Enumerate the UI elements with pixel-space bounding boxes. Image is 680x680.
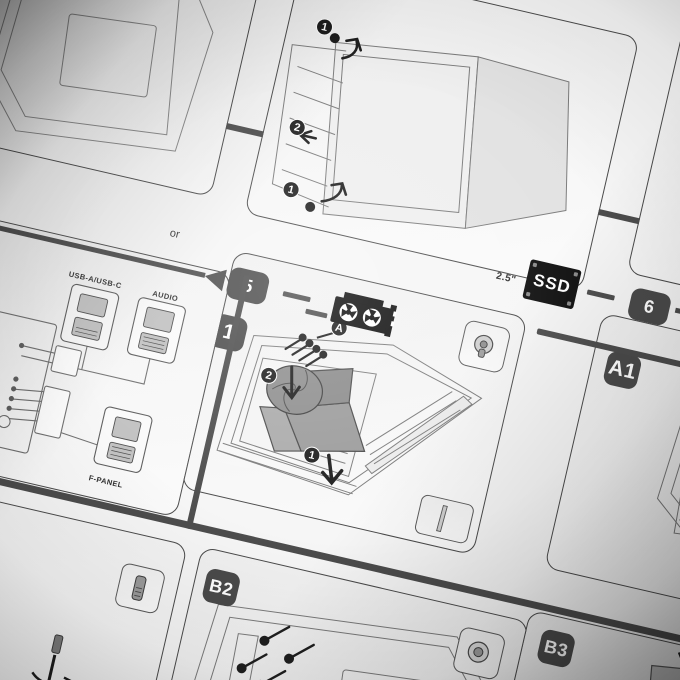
thumbscrew-icon — [462, 635, 496, 669]
panel-cabling-artwork — [0, 223, 219, 505]
standoff-screw-icon — [124, 569, 155, 606]
chip-a1-text: A1 — [606, 355, 639, 385]
callout-step-1-num2-text: 2 — [264, 368, 274, 382]
chip-b3[interactable]: B3 — [535, 628, 577, 669]
panel-right-bottom-artwork — [0, 0, 246, 183]
panel-right-bottom[interactable] — [0, 0, 268, 198]
label-or: or — [169, 227, 181, 241]
panel-b2[interactable]: C B2 — [140, 546, 530, 680]
flow-dash-6 — [586, 289, 616, 301]
label-or-text: or — [168, 227, 181, 242]
callout-side-num1-top-text: 1 — [286, 183, 296, 197]
callout-step-1-num1-text: 1 — [307, 448, 317, 462]
chip-step-6-text: 6 — [642, 295, 657, 318]
chip-b3-text: B3 — [542, 635, 571, 661]
panel-b2-part-inset — [451, 625, 507, 680]
chip-b2-text: B2 — [207, 574, 236, 600]
cooler-screw-icon — [467, 329, 501, 363]
panel-side-removal-artwork — [248, 4, 623, 284]
callout-side-num1-bottom-text: 1 — [320, 20, 329, 34]
bracket-icon — [429, 500, 456, 536]
ssd-part-glyph-text: SSD — [531, 270, 573, 298]
panel-side-removal[interactable]: 1 2 1 — [244, 0, 640, 292]
callout-side-num2-text: 2 — [292, 120, 302, 134]
